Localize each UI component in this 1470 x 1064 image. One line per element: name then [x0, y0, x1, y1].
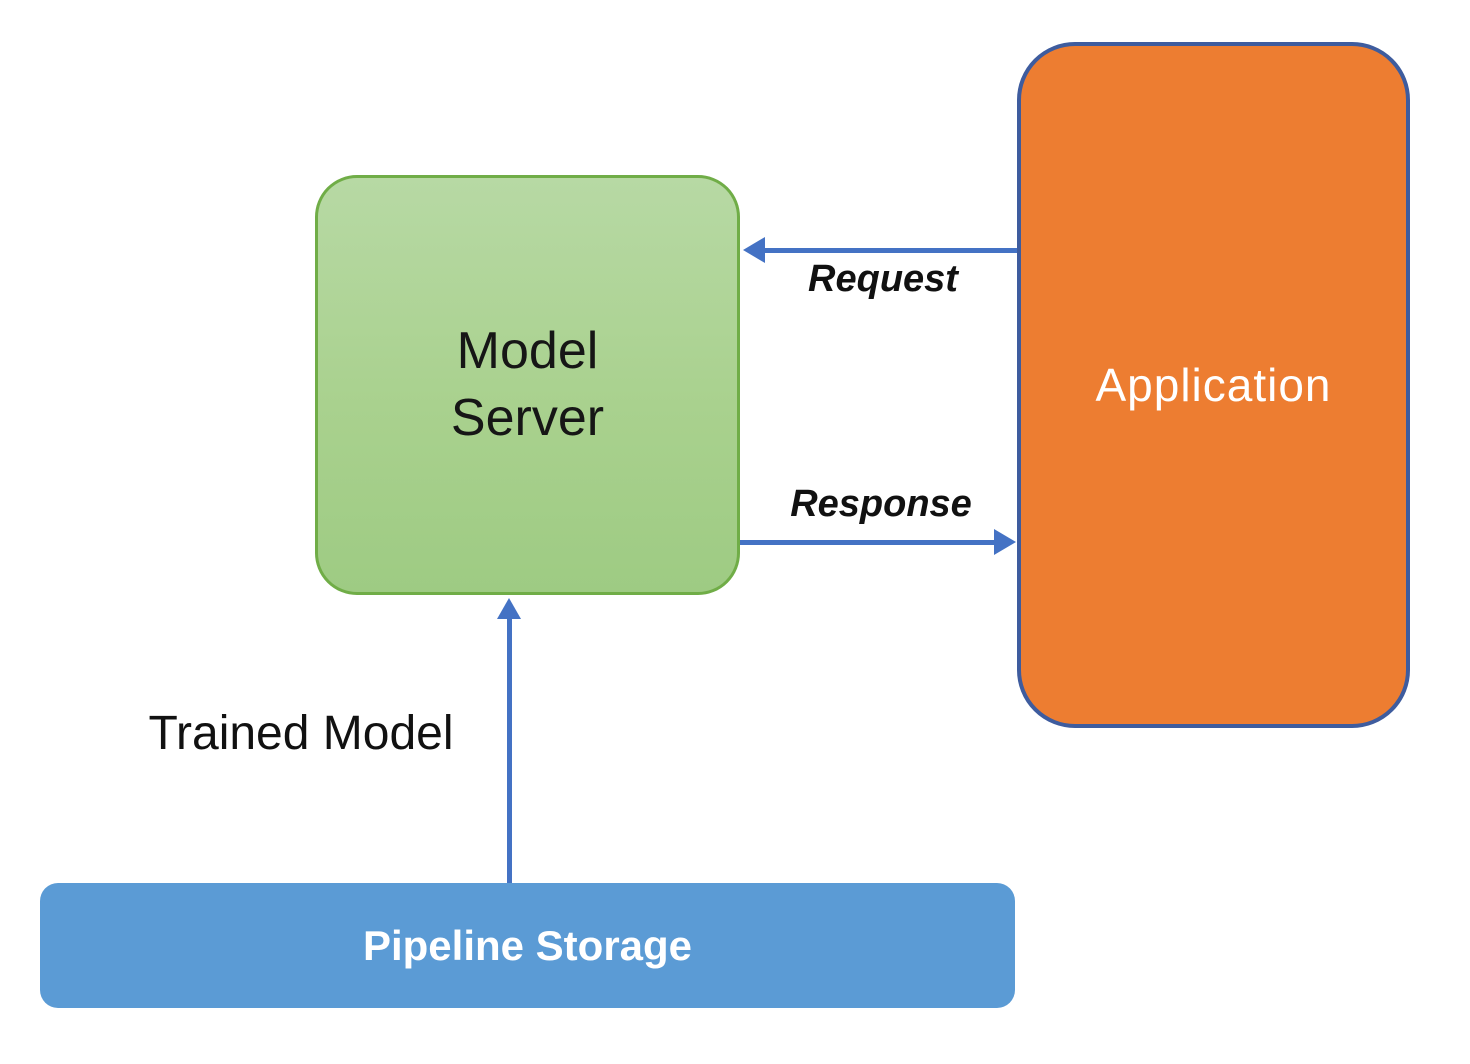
trained-model-arrow-line [507, 618, 512, 883]
pipeline-storage-label: Pipeline Storage [362, 921, 693, 969]
model-server-node: Model Server [315, 175, 740, 595]
model-server-label: Model Server [450, 322, 605, 447]
pipeline-storage-node: Pipeline Storage [40, 883, 1015, 1008]
request-arrowhead-left-icon [743, 237, 765, 263]
response-arrowhead-right-icon [994, 529, 1016, 555]
request-arrow-line [758, 248, 1017, 253]
request-edge-label: Request [808, 258, 958, 300]
trained-model-edge-label: Trained Model [148, 707, 454, 760]
application-label: Application [1095, 359, 1332, 411]
application-node: Application [1017, 42, 1410, 728]
response-edge-label: Response [790, 483, 972, 525]
response-arrow-line [740, 540, 996, 545]
trained-model-arrowhead-up-icon [497, 598, 521, 619]
